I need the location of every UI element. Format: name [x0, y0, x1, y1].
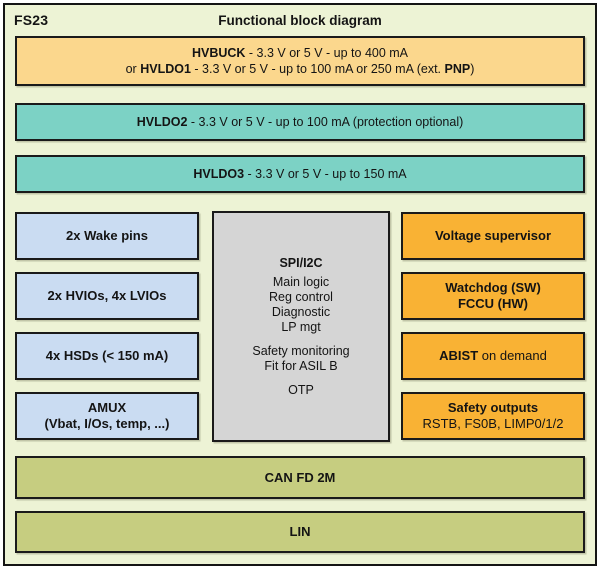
abist-line: ABIST on demand [439, 348, 547, 364]
hvldo1-name: HVLDO1 [140, 62, 191, 76]
block-hvldo2: HVLDO2 - 3.3 V or 5 V - up to 100 mA (pr… [15, 103, 585, 141]
hvbuck-line2: or HVLDO1 - 3.3 V or 5 V - up to 100 mA … [126, 61, 475, 77]
main-logic-label: Main logic [272, 274, 330, 289]
wake-pins-label: 2x Wake pins [66, 228, 148, 243]
amux-sources-label: (Vbat, I/Os, temp, ...) [44, 416, 170, 431]
voltage-supervisor-label: Voltage supervisor [434, 228, 552, 243]
lp-mgt-label: LP mgt [281, 319, 321, 334]
watchdog-label: Watchdog (SW) [445, 280, 541, 295]
hvldo1-paren: ) [470, 62, 475, 76]
block-lin: LIN [15, 511, 585, 553]
spi-i2c-label: SPI/I2C [279, 255, 323, 270]
block-main-logic: SPI/I2C Main logic Reg control Diagnosti… [212, 211, 390, 442]
hvldo2-line: HVLDO2 - 3.3 V or 5 V - up to 100 mA (pr… [137, 114, 464, 130]
block-hvios-lvios: 2x HVIOs, 4x LVIOs [15, 272, 199, 320]
block-hsds: 4x HSDs (< 150 mA) [15, 332, 199, 380]
safety-outputs-pins-label: RSTB, FS0B, LIMP0/1/2 [422, 416, 564, 431]
hvldo3-name: HVLDO3 [193, 167, 245, 181]
hvbuck-spec: - 3.3 V or 5 V - up to 400 mA [245, 46, 409, 60]
can-fd-label: CAN FD 2M [264, 469, 336, 485]
block-watchdog-fccu: Watchdog (SW) FCCU (HW) [401, 272, 585, 320]
block-amux: AMUX (Vbat, I/Os, temp, ...) [15, 392, 199, 440]
hvldo1-pnp: PNP [444, 62, 471, 76]
reg-control-label: Reg control [269, 289, 333, 304]
hvios-lvios-label: 2x HVIOs, 4x LVIOs [47, 288, 167, 303]
block-hvldo3: HVLDO3 - 3.3 V or 5 V - up to 150 mA [15, 155, 585, 193]
hvbuck-line1: HVBUCK - 3.3 V or 5 V - up to 400 mA [192, 45, 408, 61]
diagnostic-label: Diagnostic [271, 304, 331, 319]
abist-label: ABIST [439, 348, 479, 363]
block-can-fd: CAN FD 2M [15, 456, 585, 499]
hsds-label: 4x HSDs (< 150 mA) [45, 348, 169, 363]
fccu-label: FCCU (HW) [457, 296, 529, 311]
block-voltage-supervisor: Voltage supervisor [401, 212, 585, 260]
hvbuck-name: HVBUCK [191, 46, 246, 60]
lin-label: LIN [289, 524, 311, 539]
otp-label: OTP [288, 382, 314, 397]
hvldo2-name: HVLDO2 [136, 115, 188, 129]
block-safety-outputs: Safety outputs RSTB, FS0B, LIMP0/1/2 [401, 392, 585, 440]
hvldo1-prefix: or [125, 62, 141, 76]
asil-b-label: Fit for ASIL B [264, 358, 338, 373]
block-abist: ABIST on demand [401, 332, 585, 380]
hvldo3-line: HVLDO3 - 3.3 V or 5 V - up to 150 mA [193, 166, 406, 182]
amux-label: AMUX [87, 400, 127, 415]
hvldo3-spec: - 3.3 V or 5 V - up to 150 mA [244, 167, 407, 181]
diagram-title: Functional block diagram [218, 13, 382, 28]
hvldo1-spec: - 3.3 V or 5 V - up to 100 mA or 250 mA … [190, 62, 445, 76]
safety-outputs-label: Safety outputs [447, 400, 539, 415]
safety-monitoring-label: Safety monitoring [252, 343, 350, 358]
hvldo2-spec: - 3.3 V or 5 V - up to 100 mA (protectio… [187, 115, 464, 129]
block-wake-pins: 2x Wake pins [15, 212, 199, 260]
abist-on-demand-label: on demand [478, 348, 547, 363]
diagram-frame: FS23 Functional block diagram HVBUCK - 3… [3, 3, 597, 566]
block-hvbuck-hvldo1: HVBUCK - 3.3 V or 5 V - up to 400 mA or … [15, 36, 585, 86]
chip-name-label: FS23 [14, 12, 49, 28]
